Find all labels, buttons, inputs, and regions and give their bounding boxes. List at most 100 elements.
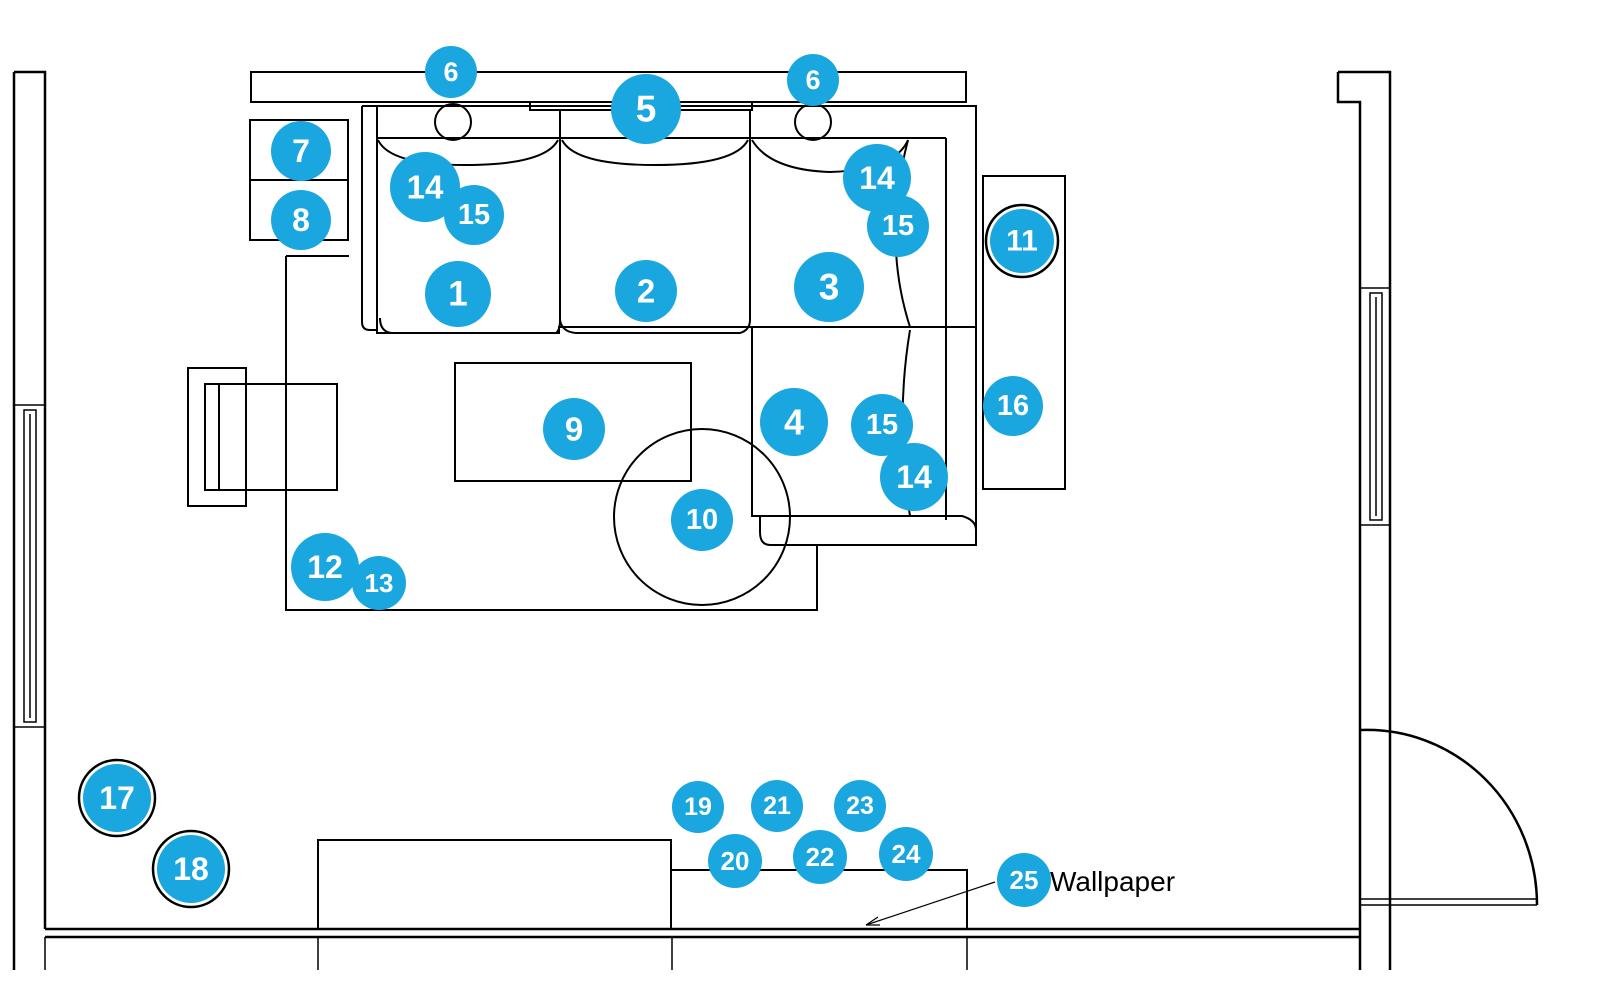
coffee-table	[454, 362, 692, 482]
marker-23: 23	[834, 780, 886, 832]
wallpaper-label: Wallpaper	[1050, 866, 1175, 897]
marker-14: 14	[880, 443, 948, 511]
marker-6: 6	[425, 46, 477, 98]
marker-label: 21	[763, 792, 791, 820]
marker-11: 11	[984, 203, 1060, 279]
marker-label: 5	[636, 89, 657, 130]
marker-label: 1	[448, 275, 467, 314]
left-window	[14, 404, 45, 728]
marker-circle	[997, 853, 1051, 907]
marker-17: 17	[77, 758, 157, 838]
marker-label: 9	[565, 411, 583, 448]
marker-6: 6	[787, 54, 839, 106]
marker-circle	[851, 394, 913, 456]
marker-label: 25	[1010, 865, 1039, 895]
marker-5: 5	[611, 74, 681, 144]
marker-circle	[543, 398, 605, 460]
left-wall	[12, 70, 47, 970]
marker-label: 16	[997, 390, 1029, 422]
marker-label: 24	[892, 839, 921, 869]
marker-16: 16	[983, 376, 1043, 436]
marker-circle	[843, 144, 911, 212]
marker-circle	[444, 185, 504, 245]
marker-24: 24	[879, 827, 933, 881]
marker-label: 11	[1006, 225, 1038, 258]
marker-circle	[425, 46, 477, 98]
marker-label: 3	[819, 267, 840, 308]
marker-label: 18	[173, 851, 209, 887]
marker-circle	[83, 764, 151, 832]
wallpaper-arrow	[865, 881, 996, 926]
marker-label: 14	[859, 160, 895, 196]
marker-12: 12	[291, 533, 359, 601]
wall-lamp-right	[794, 103, 832, 141]
marker-label: 19	[684, 793, 712, 821]
marker-label: 6	[805, 65, 820, 95]
marker-label: 15	[866, 409, 898, 441]
room-walls	[12, 70, 1539, 970]
marker-19: 19	[672, 781, 724, 833]
marker-circle	[425, 261, 491, 327]
marker-9: 9	[543, 398, 605, 460]
marker-label: 12	[307, 549, 343, 585]
marker-label: 23	[846, 792, 874, 820]
marker-15: 15	[444, 185, 504, 245]
marker-8: 8	[271, 190, 331, 250]
entry-door	[1358, 728, 1539, 906]
marker-circle	[271, 190, 331, 250]
marker-label: 13	[365, 568, 394, 598]
marker-22: 22	[793, 830, 847, 884]
marker-circle	[708, 834, 762, 888]
marker-circle	[760, 388, 828, 456]
marker-14: 14	[843, 144, 911, 212]
marker-label: 20	[721, 846, 750, 876]
marker-7: 7	[271, 121, 331, 181]
marker-25: 25	[997, 853, 1051, 907]
marker-circle	[291, 533, 359, 601]
marker-circle	[794, 252, 864, 322]
marker-circle	[671, 489, 733, 551]
marker-circle	[834, 780, 886, 832]
bottom-wall-ticks	[44, 937, 968, 970]
marker-label: 17	[99, 780, 135, 816]
bottom-wall	[45, 927, 1360, 939]
marker-13: 13	[352, 556, 406, 610]
marker-21: 21	[751, 780, 803, 832]
marker-circle	[787, 54, 839, 106]
right-window	[1360, 287, 1390, 526]
marker-circle	[271, 121, 331, 181]
marker-circle	[390, 152, 460, 222]
marker-circle	[880, 443, 948, 511]
marker-circle	[990, 209, 1054, 273]
marker-3: 3	[794, 252, 864, 322]
marker-15: 15	[867, 195, 929, 257]
marker-circle	[983, 376, 1043, 436]
marker-circle	[157, 835, 225, 903]
marker-label: 15	[458, 199, 490, 231]
marker-2: 2	[615, 260, 677, 322]
marker-label: 14	[896, 459, 932, 495]
marker-label: 6	[443, 57, 458, 87]
marker-14: 14	[390, 152, 460, 222]
marker-circle	[751, 780, 803, 832]
marker-label: 14	[407, 169, 444, 206]
armchair	[187, 367, 338, 507]
marker-1: 1	[425, 261, 491, 327]
marker-10: 10	[671, 489, 733, 551]
marker-circle	[611, 74, 681, 144]
right-wall	[1336, 70, 1392, 970]
marker-circle	[352, 556, 406, 610]
marker-4: 4	[760, 388, 828, 456]
marker-15: 15	[851, 394, 913, 456]
marker-label: 8	[292, 202, 310, 238]
marker-18: 18	[151, 829, 231, 909]
marker-label: 22	[806, 842, 835, 872]
console-table	[982, 175, 1066, 490]
marker-label: 10	[686, 504, 718, 536]
marker-label: 7	[292, 133, 310, 169]
marker-circle	[867, 195, 929, 257]
media-unit	[317, 839, 672, 930]
marker-label: 15	[882, 210, 914, 242]
marker-circle	[793, 830, 847, 884]
